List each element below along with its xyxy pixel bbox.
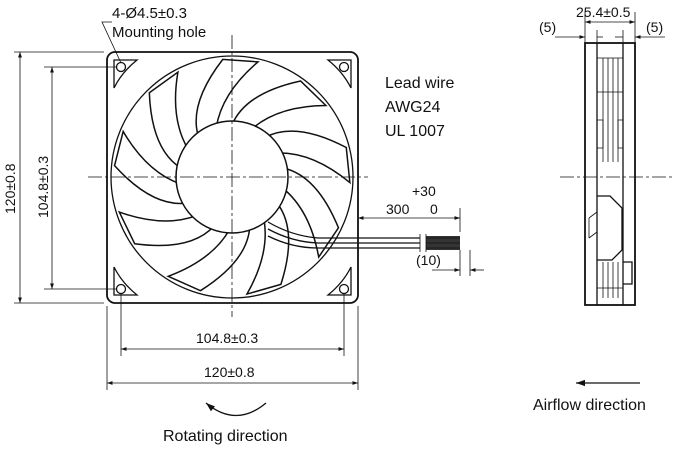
rotating-direction-label: Rotating direction	[163, 428, 288, 445]
lead-wire-gauge: AWG24	[385, 99, 441, 116]
mounting-hole-tr	[338, 61, 350, 73]
wire-tolerance-lower-label: 0	[430, 201, 438, 217]
fan-blade	[230, 80, 328, 130]
airflow-direction-label: Airflow direction	[533, 397, 646, 414]
fan-blade	[166, 224, 251, 292]
height-overall-label: 120±0.8	[2, 163, 18, 214]
lead-wire-title: Lead wire	[385, 75, 454, 92]
mounting-hole-br	[338, 283, 350, 295]
hole-note-label: Mounting hole	[112, 24, 206, 41]
side-right-label: (5)	[646, 19, 663, 35]
width-overall-label: 120±0.8	[204, 364, 255, 380]
fan-blade	[195, 58, 260, 139]
width-holes-label: 104.8±0.3	[196, 330, 258, 346]
wire-tolerance-label: +30	[412, 183, 436, 199]
height-holes-label: 104.8±0.3	[35, 156, 51, 218]
fan-side-view	[584, 42, 636, 306]
depth-label: 25.4±0.5	[576, 4, 631, 20]
hole-spec-label: 4-Ø4.5±0.3	[112, 5, 187, 22]
fan-blades	[113, 58, 351, 296]
fan-blade	[148, 70, 189, 170]
wire-length-label: 300	[386, 201, 410, 217]
mounting-hole-bl	[115, 283, 127, 295]
frame-corner-tr	[326, 59, 352, 89]
frame-corner-tl	[113, 59, 139, 89]
fan-blade	[245, 201, 290, 296]
fan-frame	[106, 51, 359, 304]
mounting-hole-tl	[115, 61, 127, 73]
fan-blade	[282, 167, 340, 259]
frame-corner-bl	[113, 266, 139, 296]
lead-wire-standard: UL 1007	[385, 123, 445, 140]
fan-blade	[264, 130, 351, 185]
hole-leader	[101, 21, 122, 64]
lead-wire	[267, 221, 460, 252]
fan-blade	[117, 210, 216, 247]
frame-corner-br	[326, 266, 352, 296]
wire-strip-label: (10)	[416, 252, 441, 268]
curved-arrow-icon	[205, 402, 267, 416]
side-left-label: (5)	[539, 19, 556, 35]
